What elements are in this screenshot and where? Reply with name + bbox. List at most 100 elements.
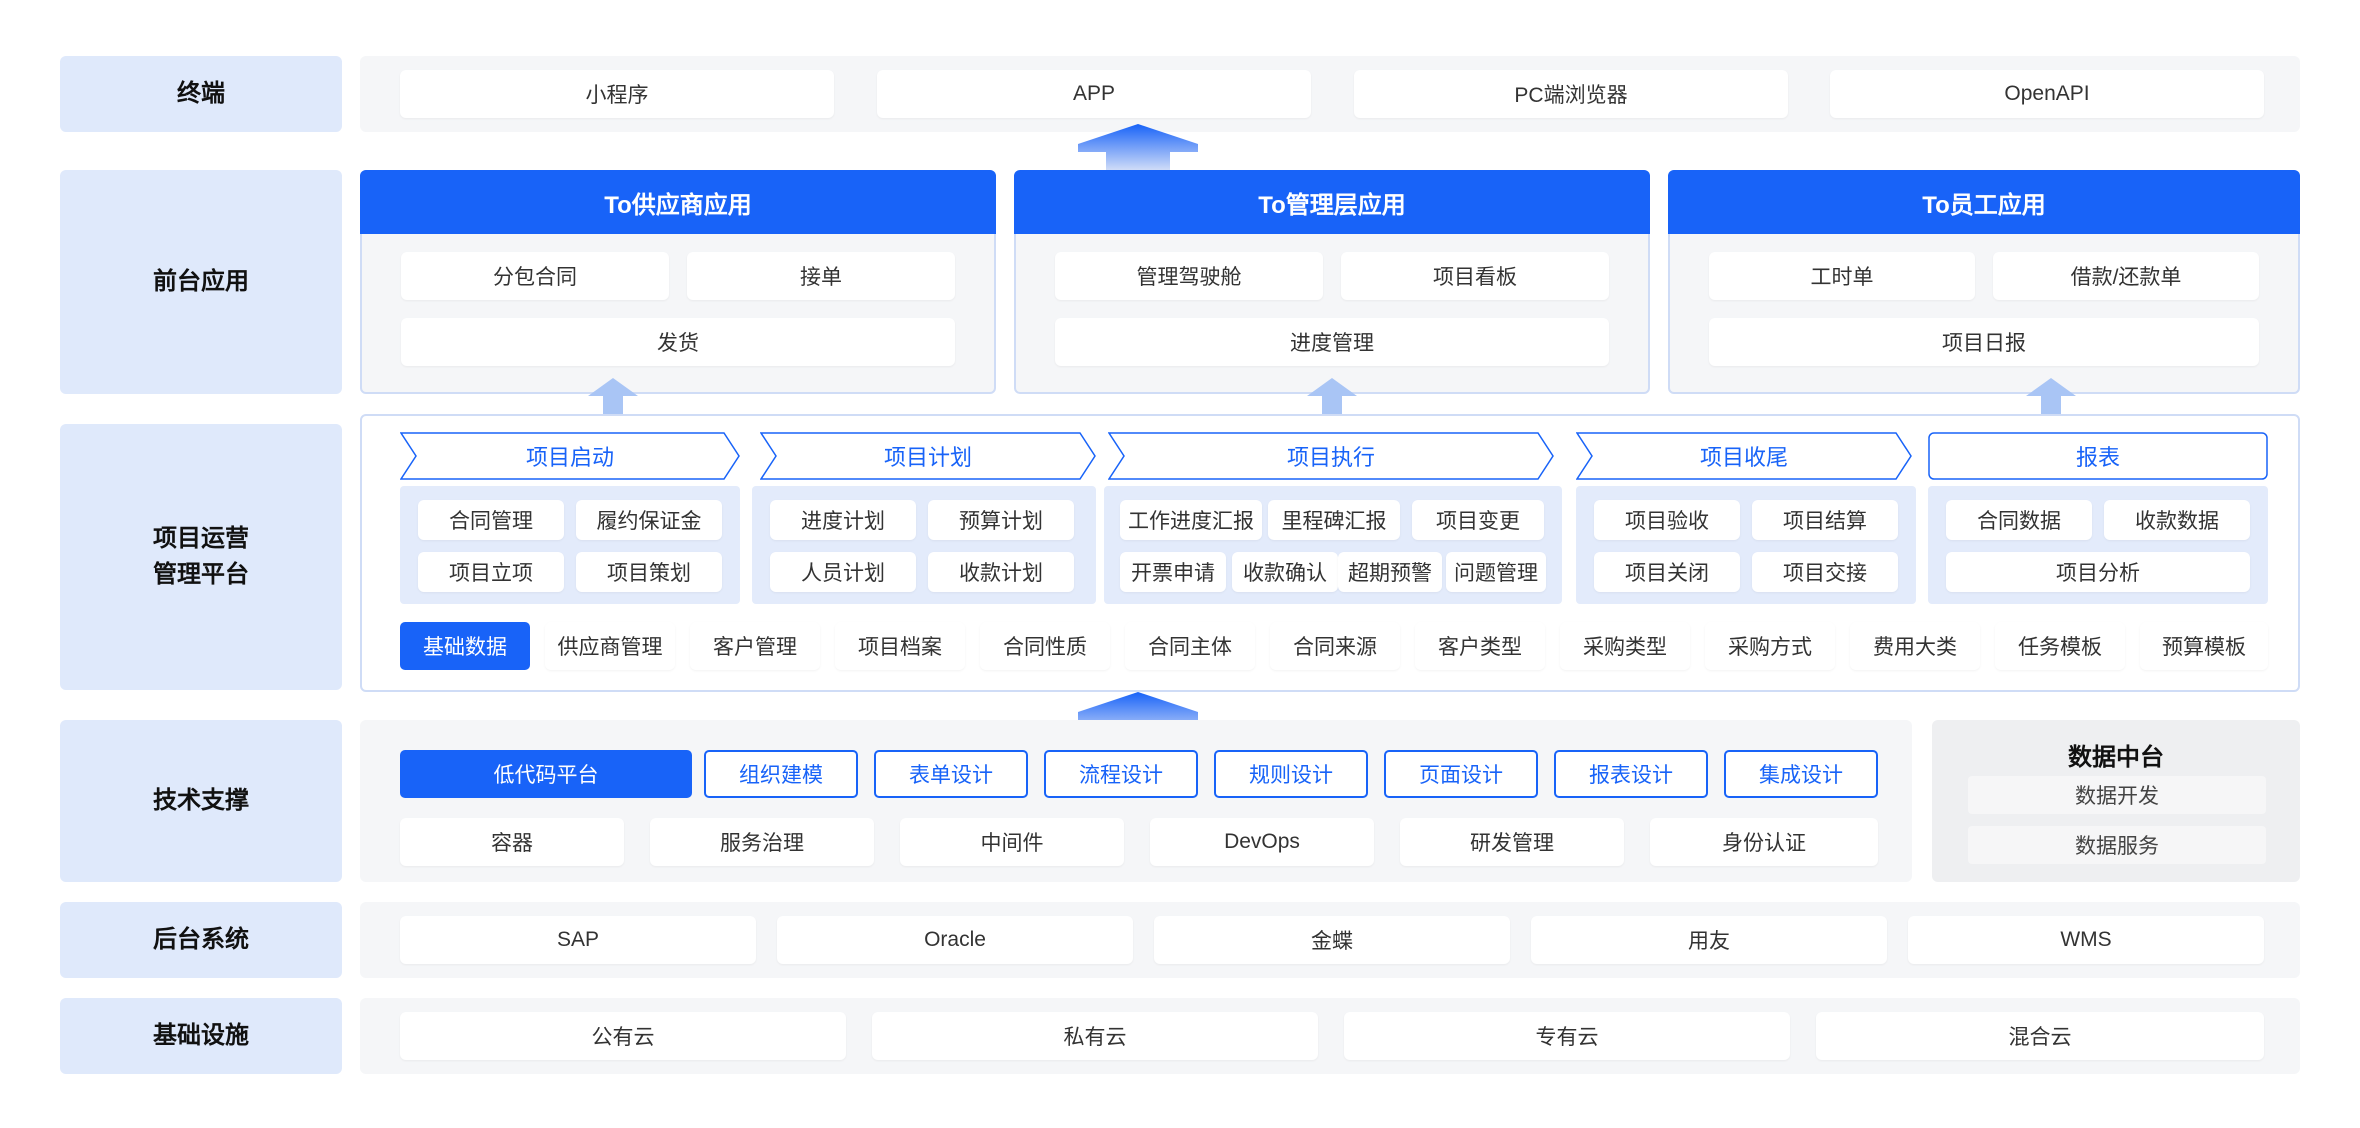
app-item[interactable]: 工时单	[1709, 252, 1975, 300]
lowcode-item[interactable]: 集成设计	[1724, 750, 1878, 798]
base-data-item[interactable]: 合同来源	[1270, 622, 1400, 670]
app-column-title: To员工应用	[1668, 170, 2300, 234]
layer-label-tech: 技术支撑	[60, 720, 342, 882]
app-item[interactable]: 管理驾驶舱	[1055, 252, 1323, 300]
chevron-shape	[1576, 432, 1912, 480]
phase-item[interactable]: 问题管理	[1446, 552, 1546, 592]
phase-header-execute[interactable]: 项目执行	[1108, 432, 1554, 480]
data-center-item[interactable]: 数据服务	[1968, 826, 2266, 864]
app-item[interactable]: 进度管理	[1055, 318, 1609, 366]
phase-item[interactable]: 收款确认	[1232, 552, 1338, 592]
phase-item[interactable]: 里程碑汇报	[1268, 500, 1400, 540]
phase-title: 项目启动	[525, 445, 614, 470]
phase-item[interactable]: 合同管理	[418, 500, 564, 540]
base-data-item[interactable]: 客户类型	[1415, 622, 1545, 670]
phase-item[interactable]: 工作进度汇报	[1120, 500, 1262, 540]
layer-label-front-apps: 前台应用	[60, 170, 342, 394]
base-data-item[interactable]: 采购类型	[1560, 622, 1690, 670]
layer-label-ops-platform: 项目运营 管理平台	[60, 424, 342, 690]
phase-header-report[interactable]: 报表	[1928, 432, 2268, 480]
phase-header-start[interactable]: 项目启动	[400, 432, 740, 480]
phase-item[interactable]: 预算计划	[928, 500, 1074, 540]
tech-item[interactable]: 中间件	[900, 818, 1124, 866]
layer-label-infra: 基础设施	[60, 998, 342, 1074]
backend-item[interactable]: SAP	[400, 916, 756, 964]
phase-title: 项目执行	[1286, 445, 1375, 470]
base-data-item[interactable]: 合同性质	[980, 622, 1110, 670]
backend-item[interactable]: WMS	[1908, 916, 2264, 964]
app-item[interactable]: 发货	[401, 318, 955, 366]
phase-item[interactable]: 项目分析	[1946, 552, 2250, 592]
lowcode-platform-button[interactable]: 低代码平台	[400, 750, 692, 798]
app-column-title: To供应商应用	[360, 170, 996, 234]
layer-label-text: 技术支撑	[153, 787, 249, 814]
up-arrow-icon	[1078, 124, 1198, 170]
phase-item[interactable]: 收款数据	[2104, 500, 2250, 540]
phase-header-plan[interactable]: 项目计划	[760, 432, 1096, 480]
lowcode-item[interactable]: 表单设计	[874, 750, 1028, 798]
base-data-item[interactable]: 任务模板	[1995, 622, 2125, 670]
phase-header-closing[interactable]: 项目收尾	[1576, 432, 1912, 480]
tech-item[interactable]: 容器	[400, 818, 624, 866]
phase-title: 项目收尾	[1699, 445, 1788, 470]
layer-label-terminal: 终端	[60, 56, 342, 132]
lowcode-item[interactable]: 规则设计	[1214, 750, 1368, 798]
base-data-item[interactable]: 合同主体	[1125, 622, 1255, 670]
app-item[interactable]: 接单	[687, 252, 955, 300]
infra-item[interactable]: 专有云	[1344, 1012, 1790, 1060]
base-data-item[interactable]: 采购方式	[1705, 622, 1835, 670]
lowcode-item[interactable]: 组织建模	[704, 750, 858, 798]
lowcode-item[interactable]: 页面设计	[1384, 750, 1538, 798]
phase-title: 项目计划	[883, 445, 972, 470]
phase-item[interactable]: 项目交接	[1752, 552, 1898, 592]
terminal-item[interactable]: 小程序	[400, 70, 834, 118]
phase-item[interactable]: 合同数据	[1946, 500, 2092, 540]
layer-label-text: 项目运营	[153, 525, 249, 552]
layer-label-backend: 后台系统	[60, 902, 342, 978]
phase-item[interactable]: 项目关闭	[1594, 552, 1740, 592]
terminal-item[interactable]: OpenAPI	[1830, 70, 2264, 118]
terminal-item[interactable]: PC端浏览器	[1354, 70, 1788, 118]
backend-item[interactable]: Oracle	[777, 916, 1133, 964]
phase-item[interactable]: 履约保证金	[576, 500, 722, 540]
tech-item[interactable]: 研发管理	[1400, 818, 1624, 866]
base-data-tab[interactable]: 基础数据	[400, 622, 530, 670]
app-column-title: To管理层应用	[1014, 170, 1650, 234]
infra-item[interactable]: 公有云	[400, 1012, 846, 1060]
layer-label-text: 管理平台	[153, 561, 249, 588]
base-data-item[interactable]: 预算模板	[2140, 622, 2268, 670]
base-data-item[interactable]: 项目档案	[835, 622, 965, 670]
tech-item[interactable]: 服务治理	[650, 818, 874, 866]
phase-item[interactable]: 进度计划	[770, 500, 916, 540]
layer-label-text: 后台系统	[153, 926, 249, 953]
phase-item[interactable]: 开票申请	[1120, 552, 1226, 592]
phase-item[interactable]: 项目变更	[1412, 500, 1544, 540]
phase-item[interactable]: 超期预警	[1338, 552, 1442, 592]
app-item[interactable]: 借款/还款单	[1993, 252, 2259, 300]
phase-item[interactable]: 收款计划	[928, 552, 1074, 592]
app-item[interactable]: 分包合同	[401, 252, 669, 300]
infra-item[interactable]: 混合云	[1816, 1012, 2264, 1060]
phase-item[interactable]: 项目验收	[1594, 500, 1740, 540]
phase-item[interactable]: 项目策划	[576, 552, 722, 592]
app-item[interactable]: 项目日报	[1709, 318, 2259, 366]
phase-item[interactable]: 项目立项	[418, 552, 564, 592]
phase-item[interactable]: 人员计划	[770, 552, 916, 592]
backend-item[interactable]: 用友	[1531, 916, 1887, 964]
terminal-item[interactable]: APP	[877, 70, 1311, 118]
rect-shape	[1928, 432, 2268, 480]
tech-item[interactable]: 身份认证	[1650, 818, 1878, 866]
layer-label-text: 终端	[177, 80, 225, 107]
infra-item[interactable]: 私有云	[872, 1012, 1318, 1060]
chevron-shape	[1108, 432, 1554, 480]
base-data-item[interactable]: 客户管理	[690, 622, 820, 670]
base-data-item[interactable]: 费用大类	[1850, 622, 1980, 670]
tech-item[interactable]: DevOps	[1150, 818, 1374, 866]
base-data-item[interactable]: 供应商管理	[545, 622, 675, 670]
lowcode-item[interactable]: 流程设计	[1044, 750, 1198, 798]
data-center-item[interactable]: 数据开发	[1968, 776, 2266, 814]
lowcode-item[interactable]: 报表设计	[1554, 750, 1708, 798]
backend-item[interactable]: 金蝶	[1154, 916, 1510, 964]
app-item[interactable]: 项目看板	[1341, 252, 1609, 300]
phase-item[interactable]: 项目结算	[1752, 500, 1898, 540]
